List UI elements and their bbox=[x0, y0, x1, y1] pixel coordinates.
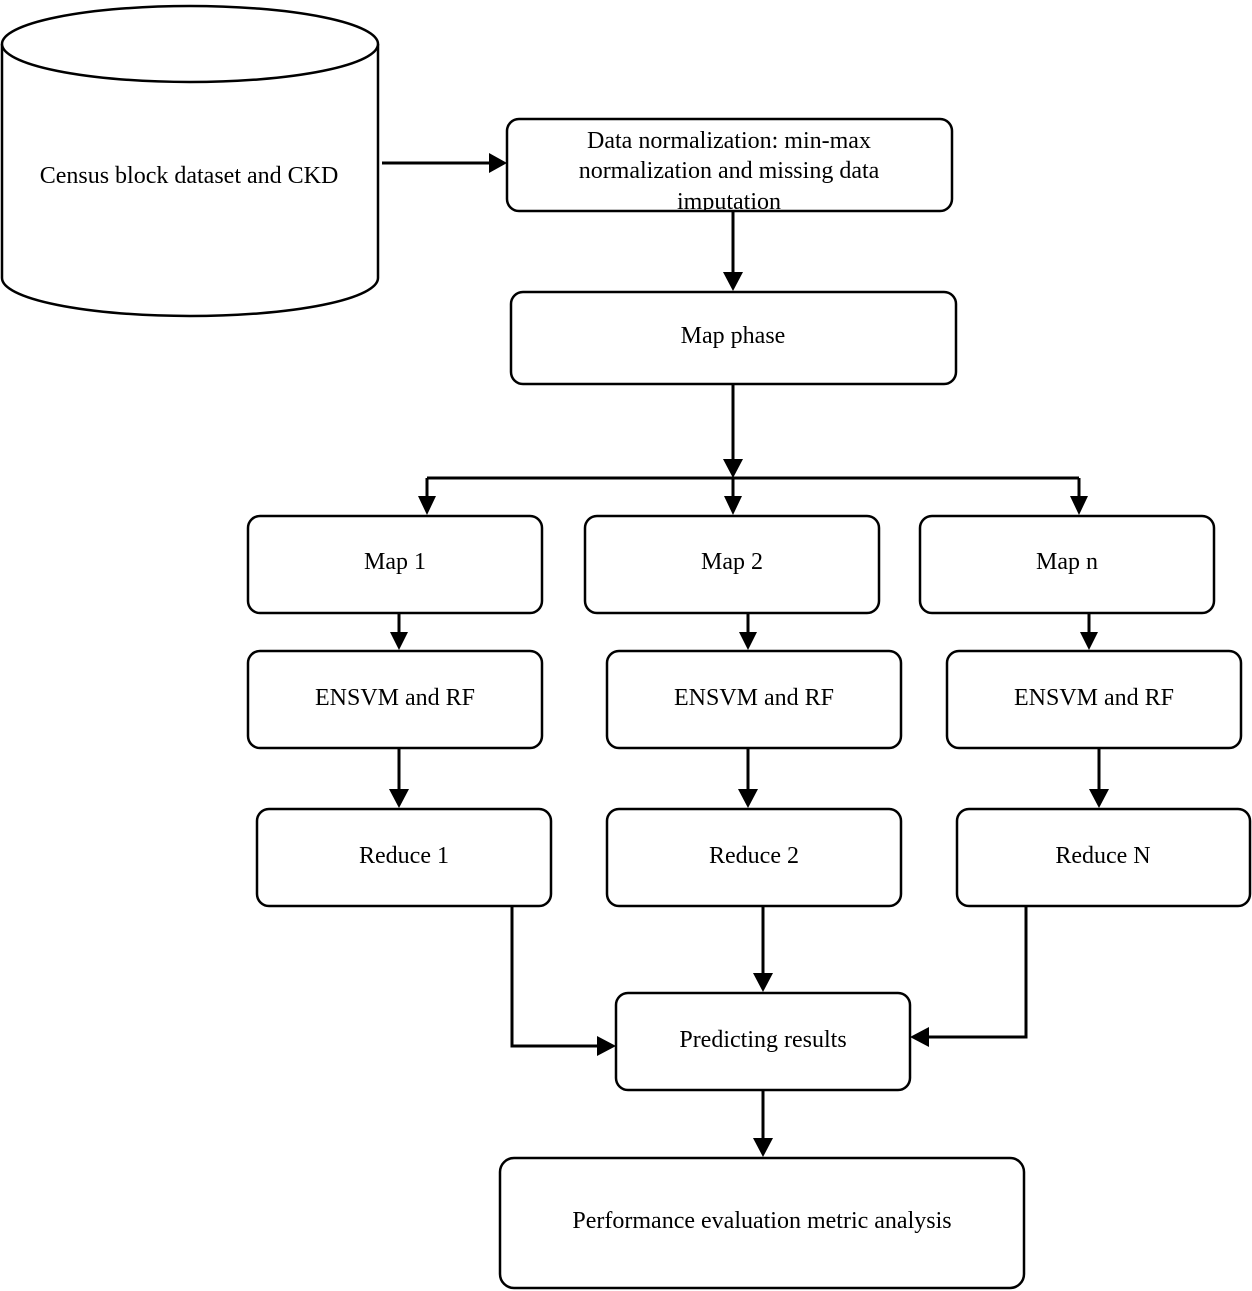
arrow-reduce-n-to-predicting bbox=[929, 906, 1028, 1039]
map-box-2: Map 2 bbox=[583, 514, 881, 615]
map-label-n: Map n bbox=[1036, 549, 1098, 575]
arrowhead bbox=[723, 272, 743, 291]
arrowhead bbox=[724, 496, 742, 515]
arrowhead bbox=[1080, 632, 1098, 650]
reduce-box-n: Reduce N bbox=[955, 807, 1252, 908]
arrowhead bbox=[753, 1138, 773, 1157]
predicting-box: Predicting results bbox=[614, 991, 912, 1092]
map-label-1: Map 1 bbox=[364, 549, 426, 575]
reduce-box-1: Reduce 1 bbox=[255, 807, 553, 908]
evaluation-box: Performance evaluation metric analysis bbox=[498, 1156, 1026, 1290]
map-box-n: Map n bbox=[918, 514, 1216, 615]
map-label-2: Map 2 bbox=[701, 549, 763, 575]
map-box-1: Map 1 bbox=[246, 514, 544, 615]
reduce-box-2: Reduce 2 bbox=[605, 807, 903, 908]
reduce-label-n: Reduce N bbox=[1055, 843, 1150, 869]
classifier-label-3: ENSVM and RF bbox=[1014, 685, 1174, 711]
reduce-label-2: Reduce 2 bbox=[709, 843, 799, 869]
evaluation-label: Performance evaluation metric analysis bbox=[572, 1208, 951, 1234]
connectors bbox=[382, 153, 1109, 1157]
normalization-line-1: Data normalization: min-max bbox=[587, 128, 871, 154]
normalization-box: Data normalization: min-max normalizatio… bbox=[505, 117, 954, 215]
arrowhead bbox=[489, 153, 507, 173]
arrowhead bbox=[390, 632, 408, 650]
map-phase-box: Map phase bbox=[509, 290, 958, 386]
arrowhead bbox=[1089, 789, 1109, 808]
arrowhead bbox=[597, 1036, 616, 1056]
arrowhead bbox=[753, 973, 773, 992]
arrowhead bbox=[910, 1027, 929, 1047]
arrowhead bbox=[418, 496, 436, 515]
classifier-label-2: ENSVM and RF bbox=[674, 685, 834, 711]
arrowhead bbox=[738, 789, 758, 808]
arrowhead bbox=[723, 459, 743, 478]
classifier-box-1: ENSVM and RF bbox=[246, 649, 544, 750]
arrowhead bbox=[1070, 496, 1088, 515]
predicting-label: Predicting results bbox=[679, 1027, 846, 1053]
database-label: Census block dataset and CKD bbox=[40, 163, 339, 189]
arrow-reduce-1-to-predicting bbox=[510, 906, 598, 1048]
classifier-box-3: ENSVM and RF bbox=[945, 649, 1243, 750]
database-cylinder: Census block dataset and CKD bbox=[0, 4, 380, 318]
map-phase-label: Map phase bbox=[681, 323, 786, 349]
reduce-label-1: Reduce 1 bbox=[359, 843, 449, 869]
normalization-line-2: normalization and missing data bbox=[579, 158, 880, 184]
classifier-label-1: ENSVM and RF bbox=[315, 685, 475, 711]
arrowhead bbox=[739, 632, 757, 650]
normalization-line-3: imputation bbox=[677, 189, 781, 215]
classifier-box-2: ENSVM and RF bbox=[605, 649, 903, 750]
arrowhead bbox=[389, 789, 409, 808]
